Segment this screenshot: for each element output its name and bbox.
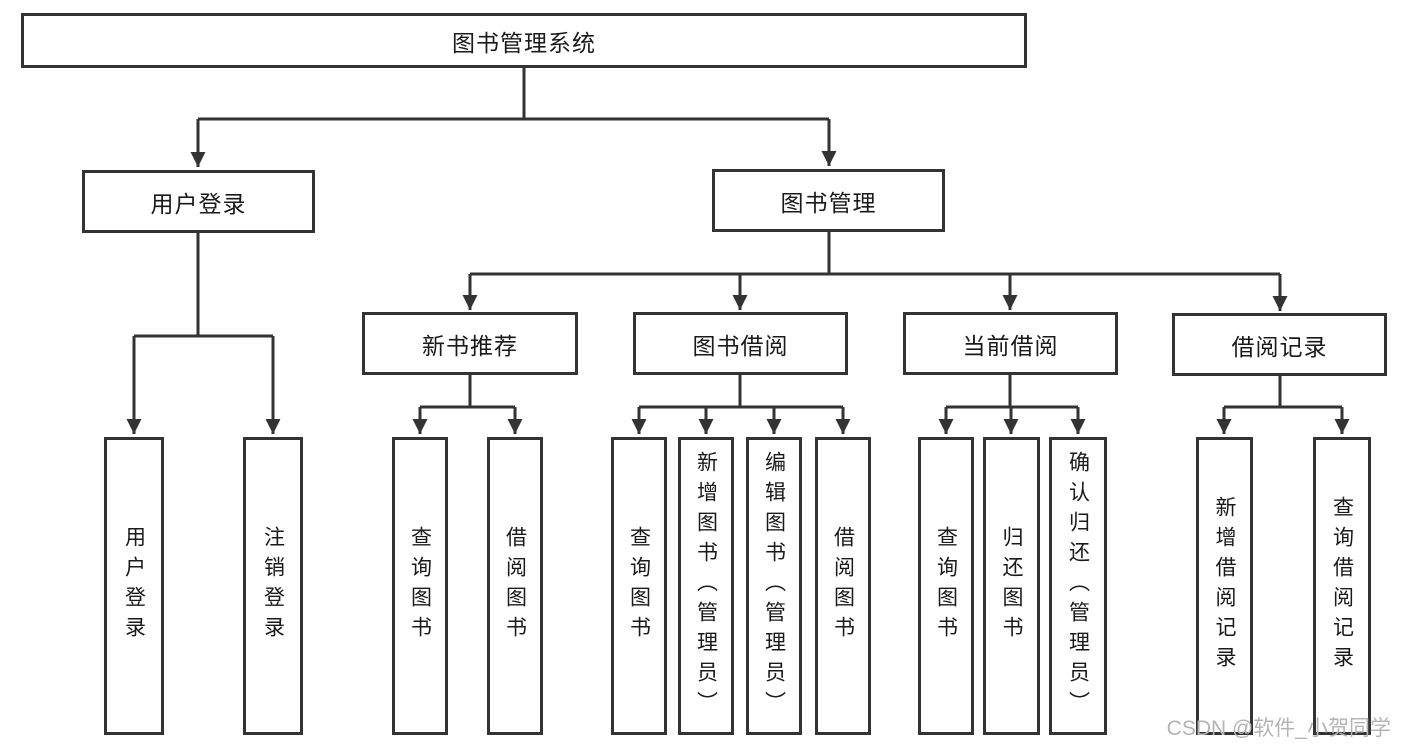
node-current-borrowing: 当前借阅 [903,312,1118,375]
leaf-query-borrow-record: 查询借阅记录 [1313,437,1371,735]
leaf-return-books: 归还图书 [983,437,1040,735]
node-root-label: 图书管理系统 [452,29,596,56]
leaf-borrow-books-label: 借阅图书 [831,526,855,646]
leaf-query-books-recommend: 查询图书 [392,437,448,735]
node-book-management-label: 图书管理 [780,189,877,216]
node-current-borrowing-label: 当前借阅 [962,332,1059,359]
node-new-book-recommend: 新书推荐 [362,312,578,375]
leaf-query-books-current-label: 查询图书 [934,526,958,646]
leaf-add-books-admin-label: 新增图书（管理员） [694,451,718,721]
watermark: CSDN @软件_小贺同学 [1166,717,1391,740]
leaf-query-books-borrowing: 查询图书 [611,437,667,735]
leaf-user-login: 用户登录 [104,437,164,735]
node-book-borrowing-label: 图书借阅 [692,332,789,359]
leaf-borrow-books-recommend: 借阅图书 [487,437,543,735]
leaf-borrow-books: 借阅图书 [815,437,871,735]
node-user-login: 用户登录 [82,170,315,233]
node-book-management: 图书管理 [712,169,945,232]
leaf-query-books-borrowing-label: 查询图书 [627,526,651,646]
connector-arrows [126,119,1350,434]
leaf-add-books-admin: 新增图书（管理员） [678,437,734,735]
leaf-confirm-return-admin-label: 确认归还（管理员） [1066,451,1090,721]
node-book-borrowing: 图书借阅 [633,312,848,375]
node-root: 图书管理系统 [21,13,1027,68]
leaf-edit-books-admin-label: 编辑图书（管理员） [762,451,786,721]
leaf-query-books-current: 查询图书 [918,437,974,735]
leaf-add-borrow-record: 新增借阅记录 [1196,437,1253,735]
leaf-confirm-return-admin: 确认归还（管理员） [1049,437,1107,735]
leaf-return-books-label: 归还图书 [1000,526,1024,646]
leaf-logout-label: 注销登录 [261,526,285,646]
node-new-book-recommend-label: 新书推荐 [422,332,518,359]
node-borrowing-records: 借阅记录 [1172,313,1387,376]
leaf-query-borrow-record-label: 查询借阅记录 [1330,496,1354,676]
node-user-login-label: 用户登录 [150,190,247,217]
node-borrowing-records-label: 借阅记录 [1231,333,1328,360]
leaf-edit-books-admin: 编辑图书（管理员） [746,437,802,735]
leaf-query-books-recommend-label: 查询图书 [408,526,432,646]
leaf-logout: 注销登录 [243,437,303,735]
connector-trunks [134,68,1342,409]
leaf-add-borrow-record-label: 新增借阅记录 [1213,496,1237,676]
leaf-user-login-label: 用户登录 [122,526,146,646]
leaf-borrow-books-recommend-label: 借阅图书 [503,526,527,646]
